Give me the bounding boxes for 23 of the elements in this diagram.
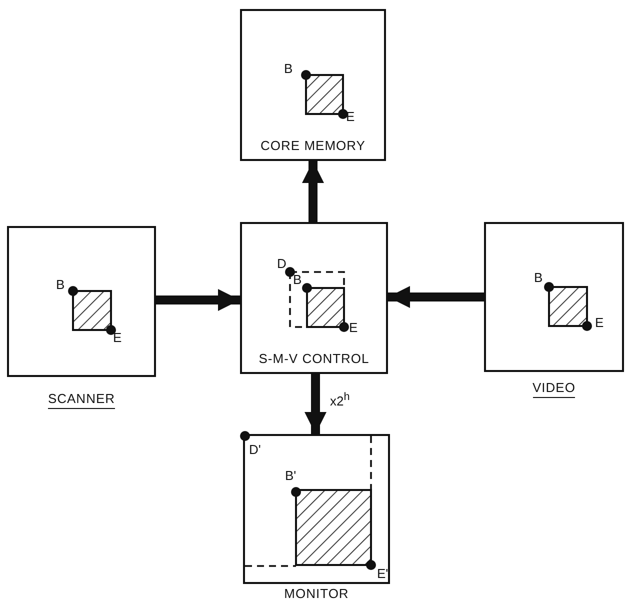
arrow	[304, 374, 326, 434]
point-label: E'	[377, 567, 388, 580]
point-label: B'	[285, 469, 296, 482]
block-box	[240, 9, 386, 161]
point-label: D	[277, 257, 286, 270]
point-label: B	[534, 271, 543, 284]
arrow	[388, 286, 484, 308]
point-label: B	[284, 62, 293, 75]
arrow	[156, 289, 240, 311]
block-title: MONITOR	[284, 586, 349, 603]
block-title: S-M-V CONTROL	[258, 351, 370, 366]
block-title: CORE MEMORY	[260, 138, 366, 153]
block-box	[240, 222, 388, 374]
point-label: B	[56, 278, 65, 291]
point-label: D'	[249, 443, 261, 456]
arrow	[302, 161, 324, 222]
edge-label: x2$^{h}$	[330, 392, 350, 408]
point-label: E	[113, 331, 122, 344]
block-title: SCANNER	[48, 391, 116, 409]
block-title: VIDEO	[532, 380, 576, 398]
point-label: E	[595, 316, 604, 329]
point-label: B	[293, 273, 302, 286]
point-label: E	[349, 321, 358, 334]
